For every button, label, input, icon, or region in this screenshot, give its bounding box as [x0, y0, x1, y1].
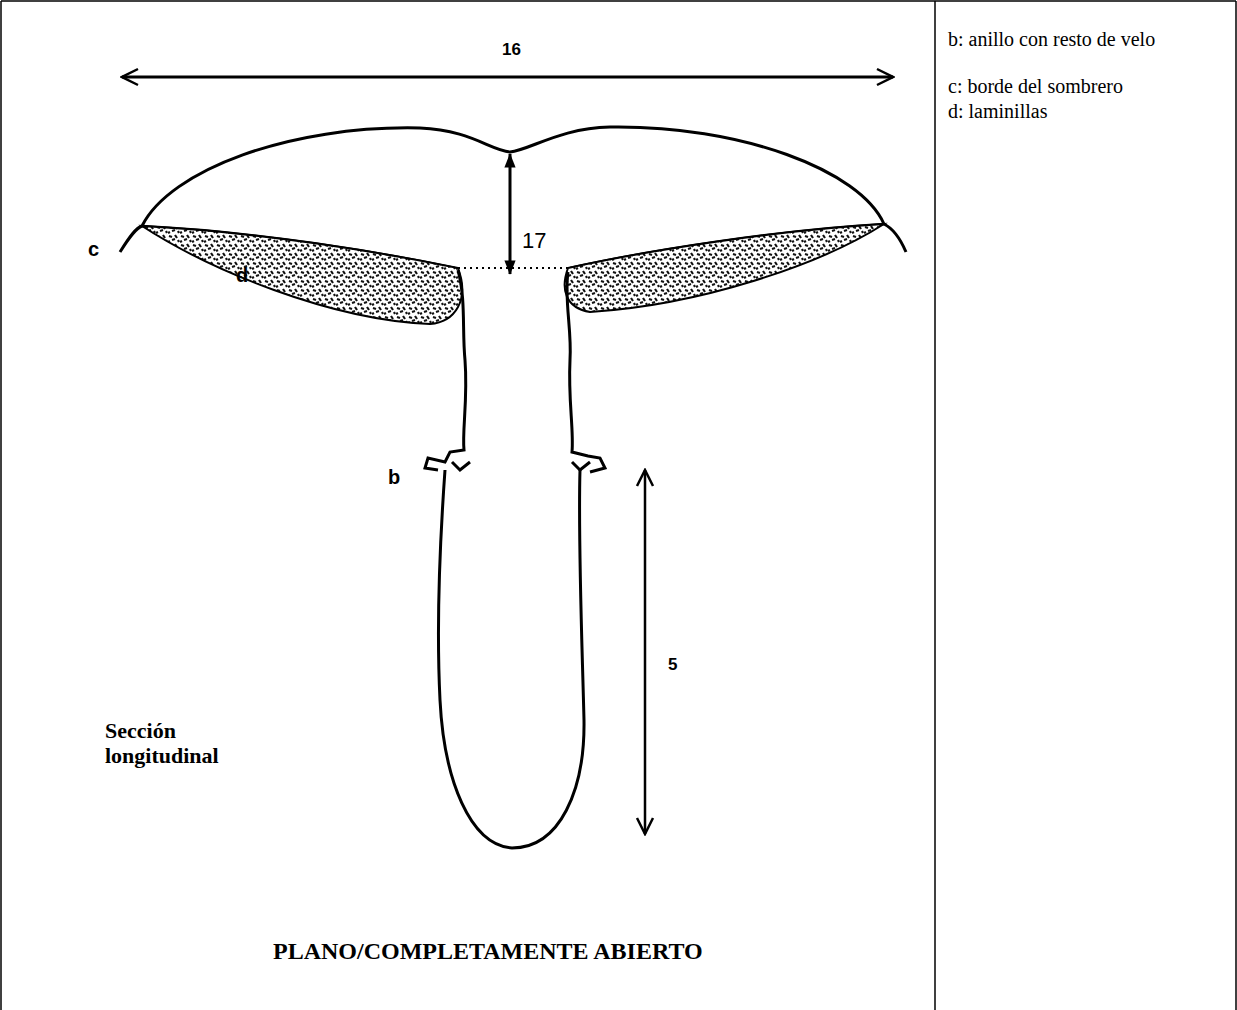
legend-note: b: anillo con resto de velo [948, 28, 1230, 51]
part-letter: d [236, 264, 248, 287]
dimension-arrow [509, 154, 512, 274]
dimension-number: 16 [500, 40, 523, 60]
gills-right [565, 224, 884, 312]
legend-note: d: laminillas [948, 100, 1230, 123]
dimension-number: 5 [666, 655, 679, 675]
dimension-arrow [122, 76, 893, 79]
part-letter: b [388, 466, 400, 489]
stem-right [567, 272, 605, 472]
stem-left [425, 270, 466, 470]
dotted-line [458, 267, 568, 269]
dimension-number: 17 [520, 228, 548, 254]
ring [452, 462, 590, 470]
stem-base [438, 470, 584, 848]
part-letter: c [88, 238, 99, 261]
section-label: Sección longitudinal [105, 718, 265, 769]
legend-note: c: borde del sombrero [948, 75, 1230, 98]
dimension-arrow [644, 470, 647, 834]
caption: PLANO/COMPLETAMENTE ABIERTO [273, 938, 703, 965]
gills-left [142, 226, 462, 324]
